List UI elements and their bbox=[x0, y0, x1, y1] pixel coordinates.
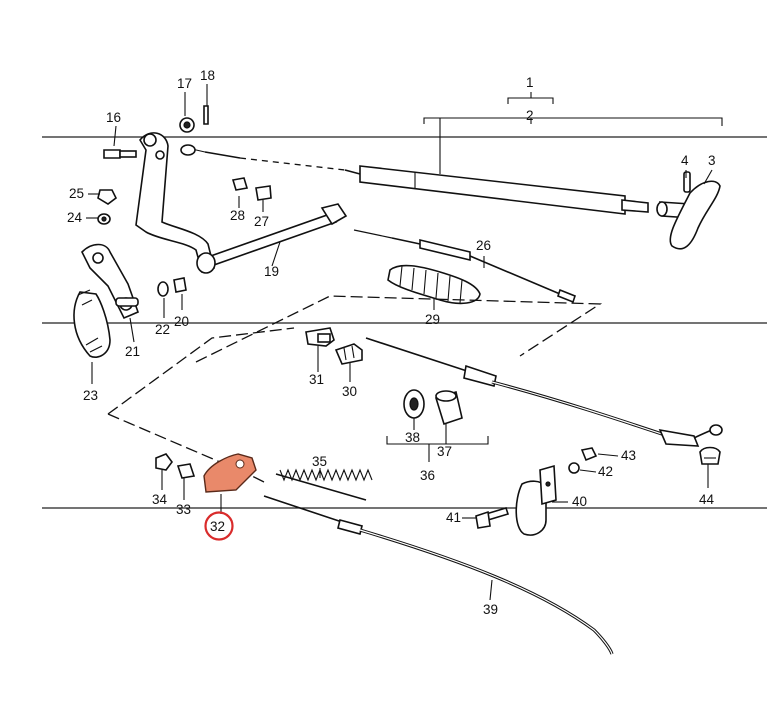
part-number-29: 29 bbox=[425, 312, 440, 327]
part-number-43: 43 bbox=[621, 448, 636, 463]
part-number-28: 28 bbox=[230, 208, 245, 223]
sleeve-part-37 bbox=[434, 390, 463, 426]
nut-part-38 bbox=[403, 389, 425, 419]
highlight-circle bbox=[204, 511, 234, 541]
part-number-35: 35 bbox=[312, 454, 327, 469]
part-number-18: 18 bbox=[200, 68, 215, 83]
part-number-19: 19 bbox=[264, 264, 279, 279]
part-number-33: 33 bbox=[176, 502, 191, 517]
nut-parts-42-43 bbox=[568, 447, 598, 474]
part-number-31: 31 bbox=[309, 372, 324, 387]
part-number-32: 32 bbox=[210, 519, 225, 534]
bolt-part-41 bbox=[475, 507, 510, 529]
part-number-1: 1 bbox=[526, 75, 534, 90]
part-number-2: 2 bbox=[526, 108, 534, 123]
part-number-36: 36 bbox=[420, 468, 435, 483]
bracket-36 bbox=[386, 436, 489, 445]
part-number-30: 30 bbox=[342, 384, 357, 399]
part-number-22: 22 bbox=[155, 322, 170, 337]
part-number-21: 21 bbox=[125, 344, 140, 359]
rubber-boot-part-29 bbox=[387, 264, 481, 305]
part-number-20: 20 bbox=[174, 314, 189, 329]
part-labels: 1 2 3 4 16 17 18 19 20 21 22 23 24 25 26… bbox=[67, 68, 716, 617]
part-number-16: 16 bbox=[106, 110, 121, 125]
clip-part-30 bbox=[334, 343, 363, 365]
part-number-25: 25 bbox=[69, 186, 84, 201]
handbrake-cable-part-2 bbox=[180, 144, 649, 215]
clip-part-31 bbox=[305, 327, 335, 347]
nut-part-34 bbox=[155, 453, 173, 471]
part-number-17: 17 bbox=[177, 76, 192, 91]
part-number-4: 4 bbox=[681, 153, 689, 168]
part-number-26: 26 bbox=[476, 238, 491, 253]
part-number-41: 41 bbox=[446, 510, 461, 525]
part-number-27: 27 bbox=[254, 214, 269, 229]
part-number-3: 3 bbox=[708, 153, 716, 168]
part-number-38: 38 bbox=[405, 430, 420, 445]
leader-lines bbox=[86, 84, 723, 601]
part-number-37: 37 bbox=[437, 444, 452, 459]
part-number-23: 23 bbox=[83, 388, 98, 403]
strap-part-40 bbox=[515, 464, 557, 536]
part-number-39: 39 bbox=[483, 602, 498, 617]
spring-part-35 bbox=[275, 468, 373, 501]
grommet-part-44 bbox=[699, 446, 721, 465]
part-number-34: 34 bbox=[152, 492, 168, 507]
cable-part-26 bbox=[353, 229, 576, 304]
rod-part-39 bbox=[263, 495, 614, 655]
cable-middle bbox=[365, 337, 723, 447]
part-number-42: 42 bbox=[598, 464, 613, 479]
handbrake-handle-part-3 bbox=[656, 171, 721, 250]
part-number-24: 24 bbox=[67, 210, 83, 225]
part-number-40: 40 bbox=[572, 494, 587, 509]
lever-assembly bbox=[73, 105, 348, 358]
highlighted-part-32 bbox=[203, 453, 257, 493]
part-number-44: 44 bbox=[699, 492, 715, 507]
nut-part-33 bbox=[176, 463, 196, 479]
